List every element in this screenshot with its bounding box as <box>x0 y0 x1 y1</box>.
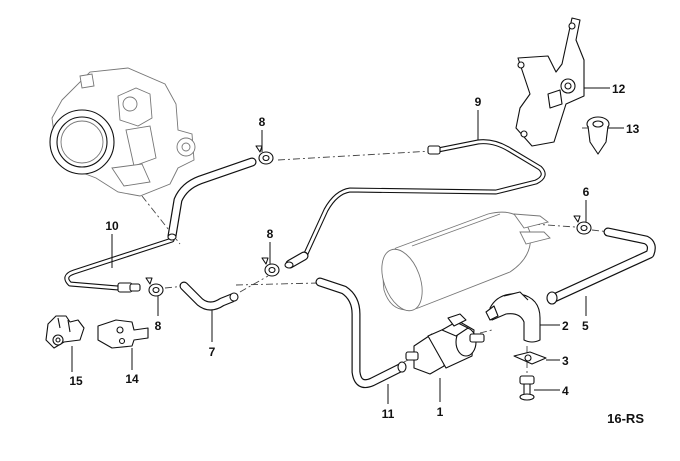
throttle-housing <box>49 67 196 197</box>
pump-holder-part-2 <box>485 291 541 343</box>
pipe-part-9 <box>284 139 546 269</box>
callout-13: 13 <box>626 122 640 136</box>
bracket-part-14 <box>97 319 149 349</box>
callout-12: 12 <box>612 82 626 96</box>
fuel-pump-part-1 <box>405 313 485 375</box>
callout-2: 2 <box>562 319 569 333</box>
hose-part-5 <box>546 227 656 305</box>
callout-10: 10 <box>105 219 119 233</box>
fuel-canister <box>381 211 551 312</box>
bolt-part-4 <box>519 375 535 401</box>
callout-5: 5 <box>582 319 589 333</box>
hose-clamp-part-8-top <box>255 145 274 165</box>
callout-8-bottom: 8 <box>155 319 162 333</box>
callout-3: 3 <box>562 354 569 368</box>
callout-leader-lines <box>71 87 624 404</box>
pipe-part-10 <box>64 237 175 293</box>
callout-14: 14 <box>125 372 139 386</box>
callout-7: 7 <box>209 345 216 359</box>
hose-clamp-part-8-bottom <box>145 277 164 297</box>
hose-part-7 <box>179 281 239 311</box>
bracket-part-12 <box>515 17 585 147</box>
nut-part-3 <box>513 351 547 365</box>
hose-clamp-part-6 <box>573 215 592 235</box>
callout-8-top: 8 <box>259 115 266 129</box>
callout-4: 4 <box>562 384 569 398</box>
callout-15: 15 <box>69 374 83 388</box>
callout-11: 11 <box>382 407 395 421</box>
holder-part-15 <box>45 315 85 349</box>
grommet-part-13 <box>586 116 610 155</box>
hose-clamp-part-8-middle <box>261 257 280 277</box>
drawing-code: 16-RS <box>607 411 644 426</box>
callout-6: 6 <box>583 185 590 199</box>
callout-9: 9 <box>475 95 482 109</box>
hose-part-11 <box>315 277 407 389</box>
callout-8-middle: 8 <box>267 227 274 241</box>
callout-1: 1 <box>437 405 444 419</box>
callout-labels: 1 2 3 4 5 6 7 8 8 8 9 10 11 12 13 14 15 <box>69 82 639 421</box>
hose-upper-left <box>167 157 257 241</box>
